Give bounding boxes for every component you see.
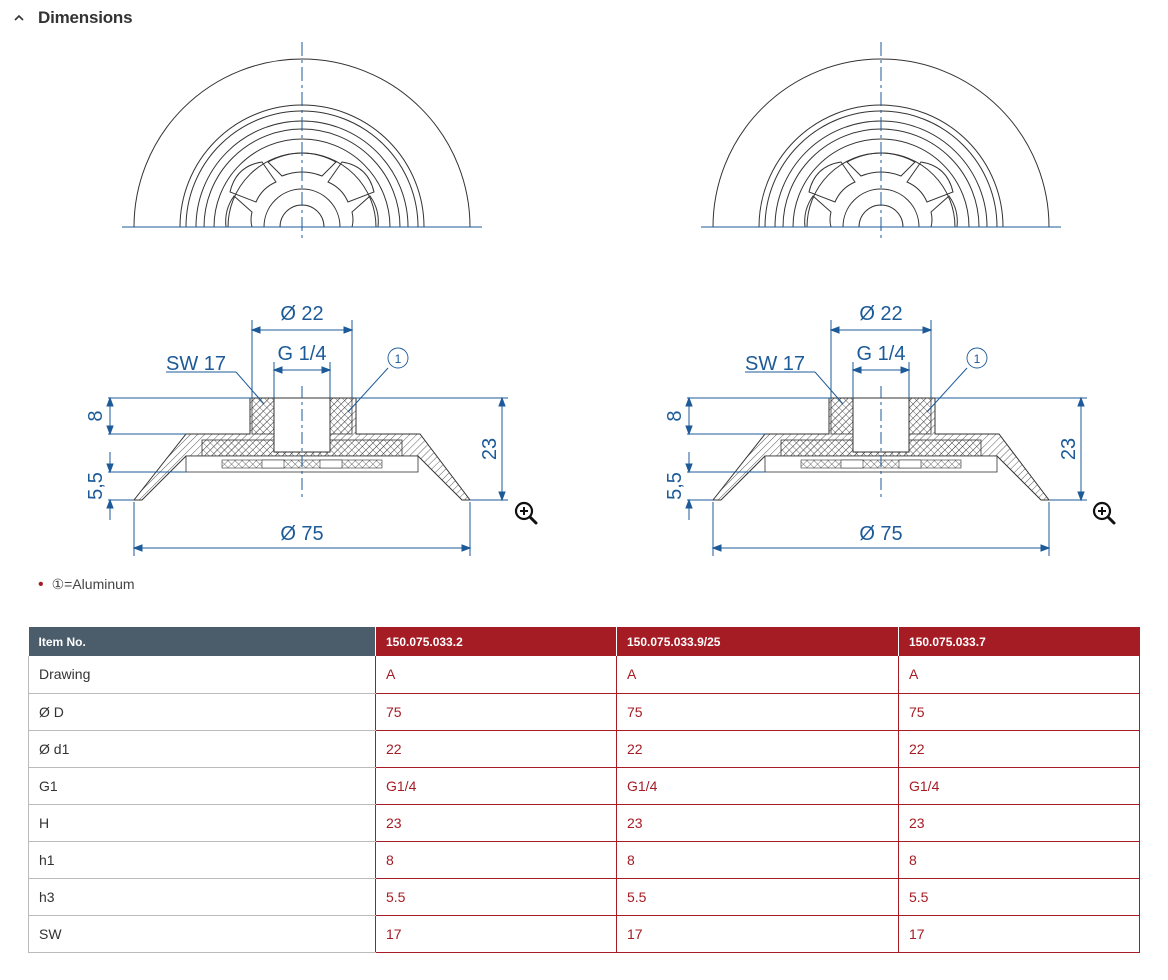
row-label: Ø d1: [28, 730, 376, 768]
dim-label-d1: Ø 22: [859, 303, 902, 325]
dim-label-d1: Ø 22: [280, 303, 323, 325]
row-label: Drawing: [28, 656, 376, 694]
table-header-row: Item No. 150.075.033.2 150.075.033.9/25 …: [28, 627, 1140, 656]
section-view: [711, 386, 1051, 501]
cell-value: A: [375, 656, 617, 694]
header-item-1[interactable]: 150.075.033.2: [375, 627, 617, 656]
bullet-icon: •: [38, 575, 44, 593]
cell-value: 22: [375, 730, 617, 768]
cell-value: 5.5: [616, 878, 899, 916]
cell-value: 17: [616, 915, 899, 953]
row-label: G1: [28, 767, 376, 805]
row-label: h1: [28, 841, 376, 879]
cell-value: A: [898, 656, 1140, 694]
cell-value: 75: [616, 693, 899, 731]
row-label: Ø D: [28, 693, 376, 731]
dim-label-h1: 8: [664, 410, 686, 421]
dim-label-d: Ø 75: [859, 523, 902, 545]
cell-value: 23: [898, 804, 1140, 842]
section-view: [132, 386, 472, 501]
cell-value: 8: [616, 841, 899, 879]
row-label: SW: [28, 915, 376, 953]
dim-label-g1: G 1/4: [857, 343, 906, 365]
cell-value: 5.5: [375, 878, 617, 916]
cell-value: 75: [898, 693, 1140, 731]
cell-value: 5.5: [898, 878, 1140, 916]
cell-value: 22: [616, 730, 899, 768]
drawing-b: Ø 22 G 1/4 SW 17 1 8 5,5 23 Ø 75: [609, 36, 1087, 566]
dim-label-g1: G 1/4: [278, 343, 327, 365]
dim-label-h: 23: [479, 438, 501, 460]
dim-label-h: 23: [1058, 438, 1080, 460]
cell-value: 23: [616, 804, 899, 842]
dimension-lines: [106, 320, 508, 556]
row-label: H: [28, 804, 376, 842]
dim-label-callout: 1: [974, 352, 981, 366]
section-header[interactable]: Dimensions: [8, 4, 133, 32]
cell-value: 8: [898, 841, 1140, 879]
cell-value: 17: [898, 915, 1140, 953]
header-item-2[interactable]: 150.075.033.9/25: [616, 627, 899, 656]
dim-label-callout: 1: [395, 352, 402, 366]
cell-value: 23: [375, 804, 617, 842]
row-label: h3: [28, 878, 376, 916]
note-text: ①=Aluminum: [51, 576, 135, 592]
cell-value: 17: [375, 915, 617, 953]
drawing-a: Ø 22 G 1/4 SW 17 1 8 5,5 23 Ø 75: [30, 36, 508, 566]
cell-value: G1/4: [616, 767, 899, 805]
section-title: Dimensions: [38, 8, 133, 27]
dim-label-sw: SW 17: [166, 353, 226, 375]
cell-value: G1/4: [375, 767, 617, 805]
header-item-3[interactable]: 150.075.033.7: [898, 627, 1140, 656]
dim-label-h1: 8: [85, 410, 107, 421]
material-note: • ①=Aluminum: [38, 576, 135, 593]
cell-value: 22: [898, 730, 1140, 768]
dim-label-d: Ø 75: [280, 523, 323, 545]
cell-value: A: [616, 656, 899, 694]
cell-value: G1/4: [898, 767, 1140, 805]
dim-label-h3: 5,5: [85, 472, 107, 500]
chevron-up-icon[interactable]: [8, 7, 30, 29]
spec-table: Item No. 150.075.033.2 150.075.033.9/25 …: [28, 627, 1140, 953]
zoom-in-icon[interactable]: [1091, 500, 1117, 526]
dim-label-h3: 5,5: [664, 472, 686, 500]
zoom-in-icon[interactable]: [513, 500, 539, 526]
cell-value: 75: [375, 693, 617, 731]
technical-drawing-svg: Ø 22 G 1/4 SW 17 1 8 5,5 23 Ø 75: [664, 42, 1087, 556]
cell-value: 8: [375, 841, 617, 879]
header-item-no: Item No.: [28, 627, 376, 656]
dimension-lines: [685, 320, 1087, 556]
dim-label-sw: SW 17: [745, 353, 805, 375]
technical-drawing-svg: Ø 22 G 1/4 SW 17 1 8 5,5 23 Ø 75: [85, 42, 508, 556]
